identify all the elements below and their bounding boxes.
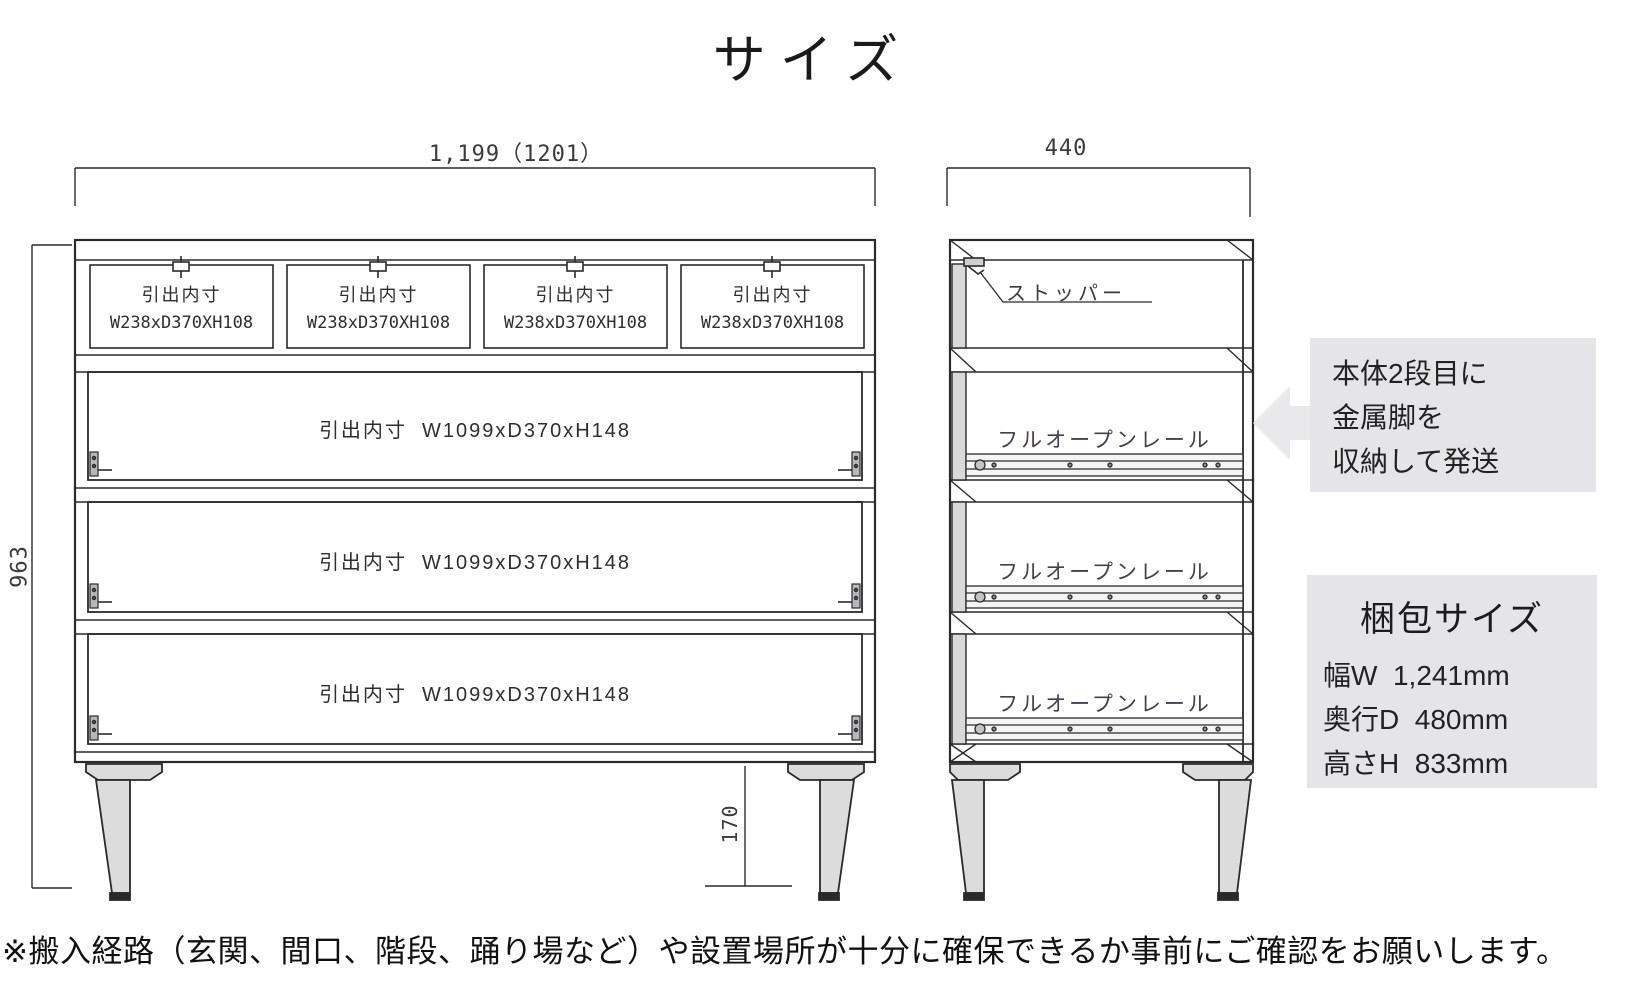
small-drawer-label: 引出内寸 W238xD370XH108 [287, 265, 470, 348]
full-open-rail-label: フルオープンレール [997, 561, 1212, 584]
side-legs [949, 763, 1254, 901]
packing-width: 幅W 1,241mm [1323, 660, 1510, 691]
leg-height-dimension-label: 170 [718, 804, 742, 844]
packing-size-title: 梱包サイズ [1360, 600, 1544, 639]
leg-height-dimension-line [705, 766, 792, 887]
packing-size-callout: 梱包サイズ 幅W 1,241mm 奥行D 480mm 高さH 833mm [1307, 575, 1597, 788]
packing-height: 高さH 833mm [1323, 748, 1509, 779]
stopper-label: ストッパー [1006, 283, 1126, 305]
front-height-dimension-line [31, 244, 72, 889]
rail-end-hardware [89, 451, 861, 741]
front-legs [85, 763, 865, 901]
drawer-handle-icons [172, 256, 781, 278]
full-open-rail-label: フルオープンレール [997, 693, 1212, 716]
drawer-inner-size-caption: 引出内寸 [141, 284, 222, 305]
drawer-inner-size-value: W238xD370XH108 [109, 312, 254, 333]
footer-note: ※搬入経路（玄関、間口、階段、踊り場など）や設置場所が十分に確保できるか事前にご… [2, 934, 1568, 969]
large-drawer-boxes [87, 371, 863, 745]
large-drawer-label: 引出内寸 W1099xD370xH148 [318, 552, 632, 574]
side-drawer-backs [951, 263, 967, 745]
packing-depth: 奥行D 480mm [1323, 704, 1509, 735]
side-depth-dimension-line [946, 167, 1251, 217]
front-height-dimension-label: 963 [7, 545, 33, 588]
shipping-note-callout: 本体2段目に 金属脚を 収納して発送 [1310, 338, 1596, 492]
full-open-rail-label: フルオープンレール [997, 429, 1212, 452]
drawer-inner-size-value: W238xD370XH108 [503, 312, 648, 333]
stopper-icon [963, 257, 1152, 303]
front-width-dimension-label: 1,199（1201） [428, 142, 604, 167]
page-title: サイズ [712, 31, 913, 90]
side-cabinet-shelves [949, 239, 1254, 763]
shipping-callout-arrow-icon [1253, 386, 1312, 460]
side-cabinet-outline [948, 238, 1255, 764]
large-drawer-label: 引出内寸 W1099xD370xH148 [318, 420, 632, 442]
shipping-note-line: 金属脚を [1332, 402, 1445, 433]
front-cabinet-outline [73, 238, 877, 764]
drawer-inner-size-caption: 引出内寸 [535, 284, 616, 305]
small-drawer-label: 引出内寸 W238xD370XH108 [90, 265, 273, 348]
side-depth-dimension-label: 440 [1044, 136, 1088, 161]
front-width-dimension-line [74, 167, 876, 206]
drawer-inner-size-caption: 引出内寸 [732, 284, 813, 305]
shipping-note-line: 本体2段目に [1332, 358, 1488, 389]
small-drawer-label: 引出内寸 W238xD370XH108 [681, 265, 864, 348]
small-drawer-label: 引出内寸 W238xD370XH108 [484, 265, 667, 348]
drawer-inner-size-value: W238xD370XH108 [700, 312, 845, 333]
shipping-note-line: 収納して発送 [1332, 446, 1500, 477]
full-open-rails [965, 453, 1244, 741]
drawer-inner-size-caption: 引出内寸 [338, 284, 419, 305]
drawer-inner-size-value: W238xD370XH108 [306, 312, 451, 333]
large-drawer-label: 引出内寸 W1099xD370xH148 [318, 684, 632, 706]
